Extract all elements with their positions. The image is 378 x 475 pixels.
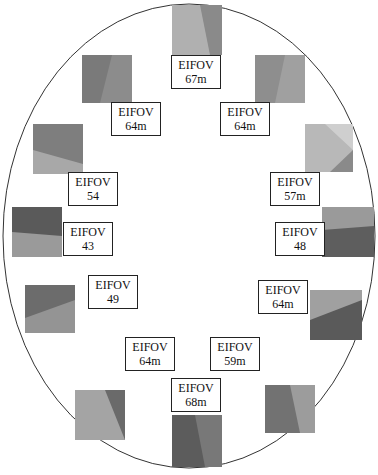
eifov-label: EIFOV 48	[279, 225, 321, 253]
eifov-label: EIFOV 64m	[262, 283, 304, 311]
image-patch	[265, 385, 315, 433]
eifov-label: EIFOV 54	[72, 175, 114, 203]
image-patch	[25, 285, 75, 333]
eifov-label: EIFOV 64m	[115, 105, 157, 133]
label-box: EIFOV 64m	[111, 102, 161, 136]
image-patch	[322, 207, 374, 257]
label-box: EIFOV 43	[63, 222, 113, 256]
image-patch	[12, 207, 62, 257]
label-box: EIFOV 64m	[258, 280, 308, 314]
label-box: EIFOV 67m	[171, 55, 221, 89]
label-box: EIFOV 64m	[125, 337, 175, 371]
eifov-label: EIFOV 49	[92, 278, 134, 306]
label-box: EIFOV 64m	[220, 102, 270, 136]
label-box: EIFOV 48	[275, 222, 325, 256]
eifov-label: EIFOV 64m	[129, 340, 171, 368]
image-patch	[172, 5, 222, 55]
image-patch	[172, 415, 222, 467]
label-box: EIFOV 49	[88, 275, 138, 309]
eifov-label: EIFOV 43	[67, 225, 109, 253]
image-patch	[255, 55, 305, 103]
eifov-label: EIFOV 68m	[175, 381, 217, 409]
outline-ellipse	[3, 4, 375, 468]
label-box: EIFOV 59m	[210, 337, 260, 371]
eifov-label: EIFOV 57m	[274, 175, 316, 203]
image-patch	[82, 55, 132, 103]
label-box: EIFOV 68m	[171, 378, 221, 412]
label-box: EIFOV 54	[68, 172, 118, 206]
image-patch	[305, 124, 353, 172]
image-patch	[75, 390, 125, 440]
eifov-label: EIFOV 67m	[175, 58, 217, 86]
eifov-label: EIFOV 59m	[214, 340, 256, 368]
image-patch	[33, 124, 83, 174]
label-box: EIFOV 57m	[270, 172, 320, 206]
image-patch	[310, 290, 362, 340]
eifov-label: EIFOV 64m	[224, 105, 266, 133]
